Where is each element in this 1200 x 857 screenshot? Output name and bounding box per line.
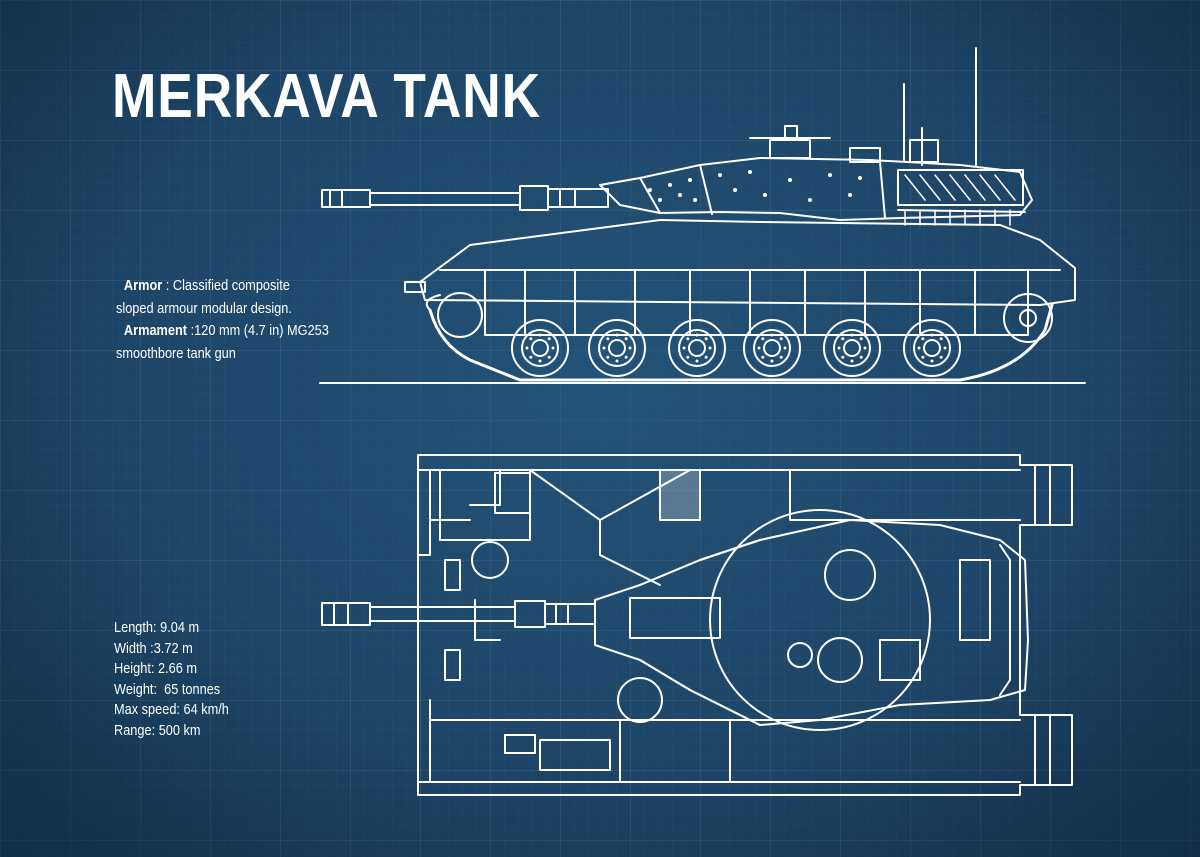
road-wheel bbox=[824, 320, 880, 376]
armament-label: Armament bbox=[123, 323, 188, 339]
turret bbox=[600, 126, 1032, 225]
road-wheel bbox=[589, 320, 645, 376]
armor-line-1: Armor : Classified composite bbox=[116, 275, 345, 298]
top-hull bbox=[418, 455, 1072, 795]
main-gun bbox=[322, 186, 608, 210]
armor-label: Armor bbox=[123, 278, 163, 294]
dimension-max-speed: Max speed: 64 km/h bbox=[114, 702, 229, 718]
page-title: MERKAVA TANK bbox=[112, 62, 541, 131]
dimension-width: Width :3.72 m bbox=[114, 640, 193, 657]
road-wheel bbox=[904, 320, 960, 376]
road-wheel bbox=[744, 320, 800, 376]
dimension-height: Height: 2.66 m bbox=[114, 661, 197, 677]
dimension-range: Range: 500 km bbox=[114, 722, 201, 739]
armor-text-2: sloped armour modular design. bbox=[116, 300, 292, 317]
armament-text-1: :120 mm (4.7 in) MG253 bbox=[187, 323, 329, 339]
armament-line-1: Armament :120 mm (4.7 in) MG253 bbox=[116, 320, 345, 343]
road-wheel bbox=[669, 320, 725, 376]
dimensions-list: Length: 9.04 m Width :3.72 m Height: 2.6… bbox=[114, 618, 229, 741]
dimension-weight: Weight: 65 tonnes bbox=[114, 681, 221, 698]
dimension-length: Length: 9.04 m bbox=[114, 620, 200, 636]
hull bbox=[405, 220, 1075, 335]
road-wheel bbox=[512, 320, 568, 376]
tracks bbox=[427, 293, 1052, 380]
specs-block: Armor : Classified composite sloped armo… bbox=[116, 275, 345, 365]
top-gun bbox=[322, 601, 595, 627]
antennas bbox=[904, 48, 976, 165]
road-wheels bbox=[512, 320, 960, 376]
top-hatches bbox=[445, 542, 662, 722]
top-turret bbox=[595, 510, 1028, 730]
armor-text-1: : Classified composite bbox=[162, 278, 290, 294]
armament-text-2: smoothbore tank gun bbox=[116, 345, 236, 362]
